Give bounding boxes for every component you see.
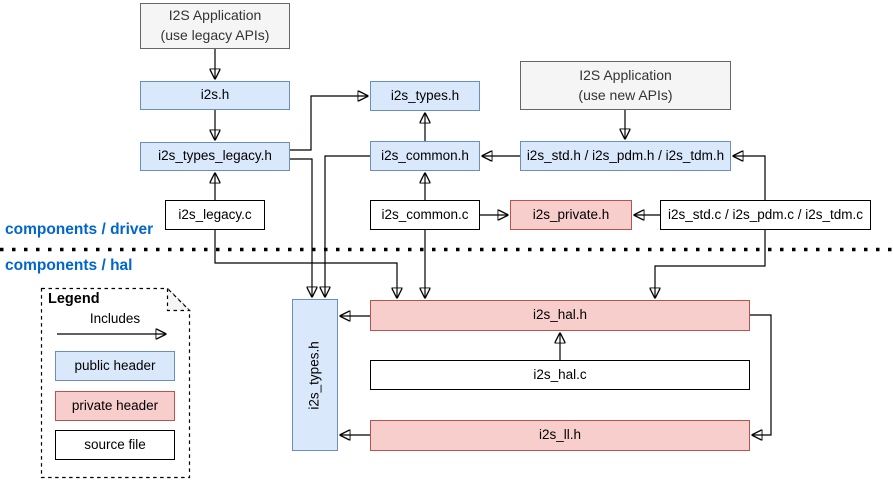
node-i2s-types-legacy-h: i2s_types_legacy.h (140, 142, 290, 171)
node-i2s-hal-c: i2s_hal.c (370, 360, 750, 390)
node-i2s-private-h: i2s_private.h (510, 200, 632, 230)
app-new-line1: I2S Application (579, 66, 672, 83)
node-i2s-hal-h: i2s_hal.h (370, 300, 750, 331)
edge-i2s-legacy-c-to-i2s-hal-h (214, 230, 397, 298)
edge-i2s-common-h-to-hal-i2s-types-h (325, 155, 370, 297)
node-i2s-application-legacy: I2S Application (use legacy APIs) (140, 3, 290, 49)
edge-i2s-types-legacy-h-to-i2s-types-h (290, 96, 368, 151)
legend-title: Legend (48, 291, 100, 307)
section-label-components-driver: components / driver (5, 221, 154, 238)
node-i2s-legacy-c: i2s_legacy.c (165, 200, 265, 230)
node-hal-i2s-types-h: i2s_types.h (292, 299, 338, 451)
node-i2s-common-h: i2s_common.h (370, 141, 480, 171)
node-i2s-std-pdm-tdm-h: i2s_std.h / i2s_pdm.h / i2s_tdm.h (520, 141, 731, 171)
node-i2s-application-new: I2S Application (use new APIs) (520, 61, 731, 110)
edge-i2s-std-c-to-i2s-std-h (733, 156, 766, 200)
app-legacy-line2: (use legacy APIs) (160, 27, 270, 43)
legend-fold-corner (166, 287, 191, 312)
edge-i2s-types-legacy-h-to-hal-i2s-types-h (290, 158, 312, 297)
app-new-line2: (use new APIs) (578, 86, 673, 103)
node-i2s-ll-h: i2s_ll.h (370, 420, 750, 451)
legend-private-header-sample: private header (55, 391, 175, 421)
legend-source-file-sample: source file (55, 430, 175, 460)
app-legacy-line1: I2S Application (168, 7, 262, 24)
edge-i2s-std-c-to-i2s-hal-h (655, 230, 766, 298)
node-i2s-h: i2s.h (140, 81, 290, 110)
legend-outline (40, 287, 191, 479)
node-i2s-types-h: i2s_types.h (370, 81, 480, 111)
node-i2s-std-pdm-tdm-c: i2s_std.c / i2s_pdm.c / i2s_tdm.c (660, 200, 871, 230)
legend-public-header-sample: public header (55, 351, 175, 381)
edge-i2s-hal-h-to-i2s-ll-h (750, 314, 772, 435)
section-label-components-hal: components / hal (5, 257, 133, 274)
node-i2s-common-c: i2s_common.c (370, 200, 480, 230)
legend-includes-label: Includes (89, 311, 141, 326)
hal-i2s-types-h-label: i2s_types.h (306, 340, 322, 410)
